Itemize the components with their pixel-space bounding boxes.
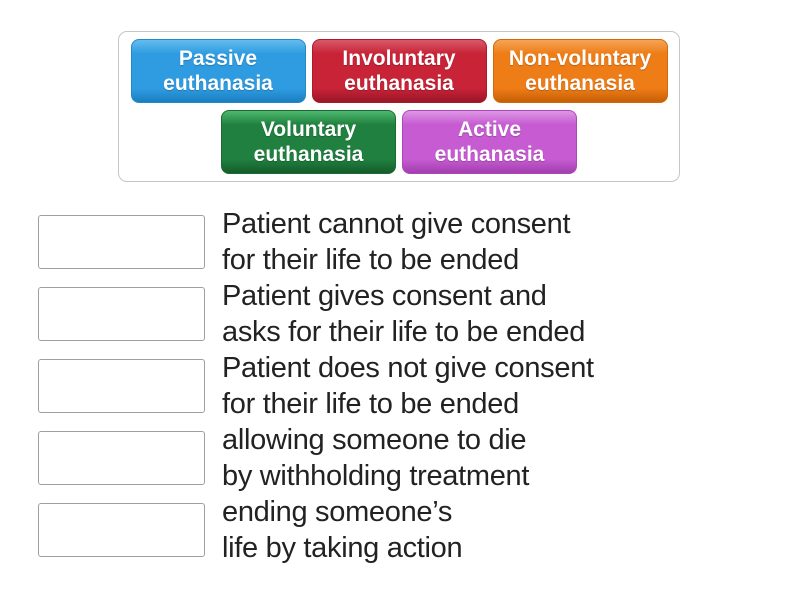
definition-line: Patient cannot give consent [222, 208, 571, 240]
definition-text-5: ending someone’s life by taking action [222, 494, 463, 566]
tile-label-line: Voluntary [260, 118, 357, 141]
match-row-1: Patient cannot give consent for their li… [38, 206, 594, 278]
tray-row-2: Voluntary euthanasia Active euthanasia [130, 110, 668, 174]
tile-passive-euthanasia[interactable]: Passive euthanasia [130, 39, 306, 103]
tile-active-euthanasia[interactable]: Active euthanasia [402, 110, 577, 174]
tile-label-line: Passive [178, 47, 258, 70]
definition-line: for their life to be ended [222, 244, 519, 276]
drop-zone-3[interactable] [38, 359, 205, 413]
tile-label-line: euthanasia [253, 143, 364, 166]
definition-line: for their life to be ended [222, 388, 519, 420]
drop-zone-2[interactable] [38, 287, 205, 341]
drop-zone-4[interactable] [38, 431, 205, 485]
tile-label-line: Involuntary [342, 47, 456, 70]
definition-line: Patient gives consent and [222, 280, 547, 312]
definition-text-3: Patient does not give consent for their … [222, 350, 594, 422]
tile-non-voluntary-euthanasia[interactable]: Non-voluntary euthanasia [492, 39, 668, 103]
tile-label-line: Non-voluntary [508, 47, 652, 70]
definition-line: Patient does not give consent [222, 352, 594, 384]
definition-text-1: Patient cannot give consent for their li… [222, 206, 571, 278]
tile-involuntary-euthanasia[interactable]: Involuntary euthanasia [311, 39, 487, 103]
definition-line: allowing someone to die [222, 424, 527, 456]
tray-row-1: Passive euthanasia Involuntary euthanasi… [130, 39, 668, 103]
drop-zone-5[interactable] [38, 503, 205, 557]
tile-label-line: euthanasia [163, 72, 273, 95]
tile-label-line: euthanasia [434, 143, 545, 166]
tile-label-line: euthanasia [344, 72, 454, 95]
definition-text-2: Patient gives consent and asks for their… [222, 278, 585, 350]
match-row-2: Patient gives consent and asks for their… [38, 278, 594, 350]
tile-voluntary-euthanasia[interactable]: Voluntary euthanasia [221, 110, 396, 174]
match-row-3: Patient does not give consent for their … [38, 350, 594, 422]
definition-text-4: allowing someone to die by withholding t… [222, 422, 529, 494]
match-rows: Patient cannot give consent for their li… [38, 206, 594, 566]
definition-line: life by taking action [222, 532, 463, 564]
match-row-4: allowing someone to die by withholding t… [38, 422, 594, 494]
match-row-5: ending someone’s life by taking action [38, 494, 594, 566]
tile-label-line: Active [457, 118, 522, 141]
tile-label-line: euthanasia [525, 72, 635, 95]
definition-line: by withholding treatment [222, 460, 530, 492]
definition-line: asks for their life to be ended [222, 316, 586, 348]
definition-line: ending someone’s [222, 496, 453, 528]
answer-tile-tray: Passive euthanasia Involuntary euthanasi… [118, 31, 680, 182]
drop-zone-1[interactable] [38, 215, 205, 269]
